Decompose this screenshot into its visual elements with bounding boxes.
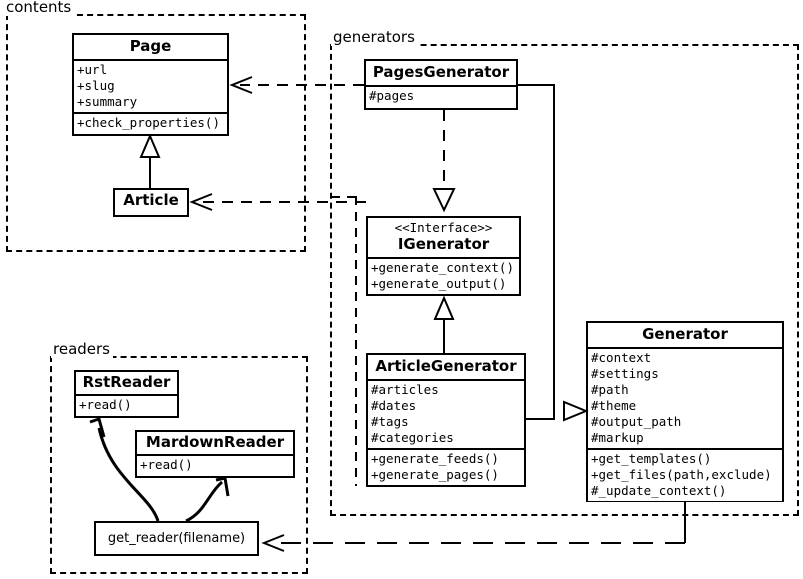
class-generator-attributes: #context #settings #path #theme #output_… <box>588 347 782 448</box>
method: +read() <box>140 457 193 472</box>
function-get-reader-label: get_reader(filename) <box>107 531 246 546</box>
class-articlegenerator[interactable]: ArticleGenerator #articles #dates #tags … <box>366 353 526 487</box>
attribute: #pages <box>369 88 415 103</box>
method: +generate_pages() <box>371 467 499 482</box>
class-article-title: Article <box>115 190 187 212</box>
attribute: #settings <box>591 366 659 381</box>
class-page[interactable]: Page +url +slug +summary +check_properti… <box>72 33 229 136</box>
method: #_update_context() <box>591 483 727 498</box>
class-articlegenerator-attributes: #articles #dates #tags #categories <box>368 379 524 448</box>
method: +check_properties() <box>77 115 220 130</box>
class-generator[interactable]: Generator #context #settings #path #them… <box>586 321 784 502</box>
package-readers-label: readers <box>51 341 113 358</box>
class-page-title: Page <box>74 35 227 59</box>
attribute: +slug <box>77 78 115 93</box>
class-pagesgenerator[interactable]: PagesGenerator #pages <box>364 59 518 110</box>
class-rstreader[interactable]: RstReader +read() <box>74 370 179 418</box>
class-generator-methods: +get_templates() +get_files(path,exclude… <box>588 448 782 501</box>
package-contents <box>6 14 306 252</box>
attribute: #path <box>591 382 629 397</box>
class-igenerator[interactable]: <<Interface>> IGenerator +generate_conte… <box>366 216 521 296</box>
class-mardownreader[interactable]: MardownReader +read() <box>135 430 295 478</box>
attribute: +url <box>77 62 108 77</box>
class-igenerator-methods: +generate_context() +generate_output() <box>368 257 519 294</box>
package-generators <box>330 44 799 516</box>
attribute: #tags <box>371 414 409 429</box>
package-generators-inner-boundary <box>355 196 357 486</box>
class-igenerator-stereotype: <<Interface>> <box>394 220 493 235</box>
package-generators-inner-boundary-top <box>331 196 357 198</box>
class-articlegenerator-title: ArticleGenerator <box>368 355 524 379</box>
method: +generate_output() <box>371 276 507 291</box>
method: +get_files(path,exclude) <box>591 467 772 482</box>
method: +generate_feeds() <box>371 451 499 466</box>
attribute: #dates <box>371 398 417 413</box>
method: +generate_context() <box>371 260 514 275</box>
class-igenerator-name: IGenerator <box>397 235 490 253</box>
attribute: #categories <box>371 430 454 445</box>
package-generators-label: generators <box>331 29 418 46</box>
attribute: #theme <box>591 398 637 413</box>
attribute: #output_path <box>591 414 682 429</box>
class-rstreader-title: RstReader <box>76 372 177 394</box>
package-readers <box>50 356 308 574</box>
attribute: #context <box>591 350 652 365</box>
class-page-attributes: +url +slug +summary <box>74 59 227 112</box>
class-generator-title: Generator <box>588 323 782 347</box>
class-igenerator-title: <<Interface>> IGenerator <box>368 218 519 257</box>
method: +read() <box>79 397 132 412</box>
method: +get_templates() <box>591 451 712 466</box>
class-articlegenerator-methods: +generate_feeds() +generate_pages() <box>368 448 524 485</box>
package-contents-label: contents <box>4 0 75 16</box>
class-page-methods: +check_properties() <box>74 112 227 133</box>
function-get-reader[interactable]: get_reader(filename) <box>94 521 259 556</box>
class-mardownreader-title: MardownReader <box>137 432 293 454</box>
class-pagesgenerator-attributes: #pages <box>366 85 516 106</box>
attribute: +summary <box>77 94 138 109</box>
class-mardownreader-methods: +read() <box>137 454 293 475</box>
attribute: #markup <box>591 430 644 445</box>
class-rstreader-methods: +read() <box>76 394 177 415</box>
class-pagesgenerator-title: PagesGenerator <box>366 61 516 85</box>
attribute: #articles <box>371 382 439 397</box>
class-article[interactable]: Article <box>113 188 189 217</box>
